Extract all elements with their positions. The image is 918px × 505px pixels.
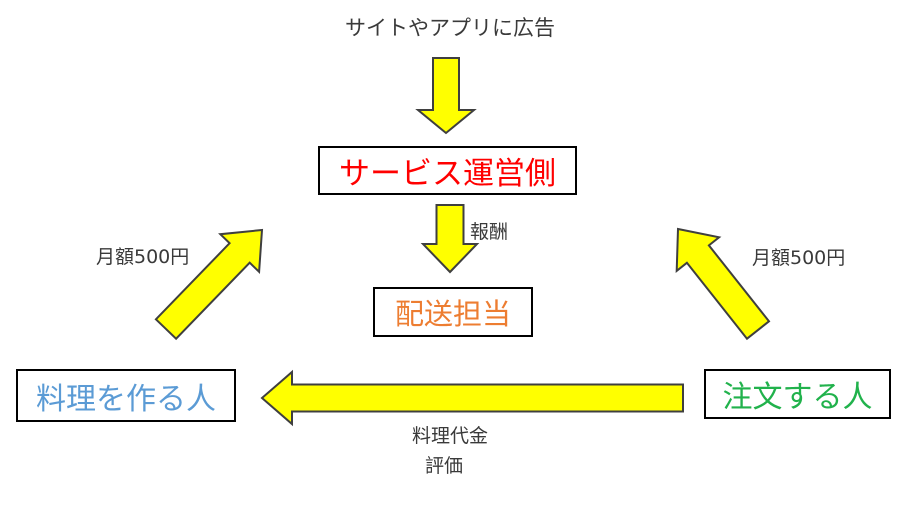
node-orderer: 注文する人 (704, 369, 891, 419)
node-service-operator: サービス運営側 (318, 146, 577, 195)
arrow-operator-to-delivery-icon (420, 204, 480, 274)
monthly-fee-right-label: 月額500円 (752, 247, 846, 269)
arrow-orderer-to-operator-icon (675, 227, 771, 341)
food-payment-edge-label: 料理代金 (411, 425, 488, 447)
node-service-operator-label: サービス運営側 (339, 156, 556, 192)
arrow-orderer-to-cook-icon (260, 369, 684, 427)
node-delivery-staff: 配送担当 (373, 287, 533, 337)
arrow-cook-to-operator-icon (154, 228, 264, 341)
ad-source-label: サイトやアプリに広告 (345, 16, 555, 40)
node-cook-label: 料理を作る人 (36, 381, 216, 417)
arrow-ad-to-operator-icon (415, 57, 477, 135)
monthly-fee-left-label: 月額500円 (96, 246, 190, 268)
reward-edge-label: 報酬 (470, 221, 509, 243)
node-cook: 料理を作る人 (16, 369, 236, 422)
rating-edge-label: 評価 (424, 455, 463, 477)
node-delivery-staff-label: 配送担当 (394, 297, 511, 331)
node-orderer-label: 注文する人 (722, 380, 873, 415)
